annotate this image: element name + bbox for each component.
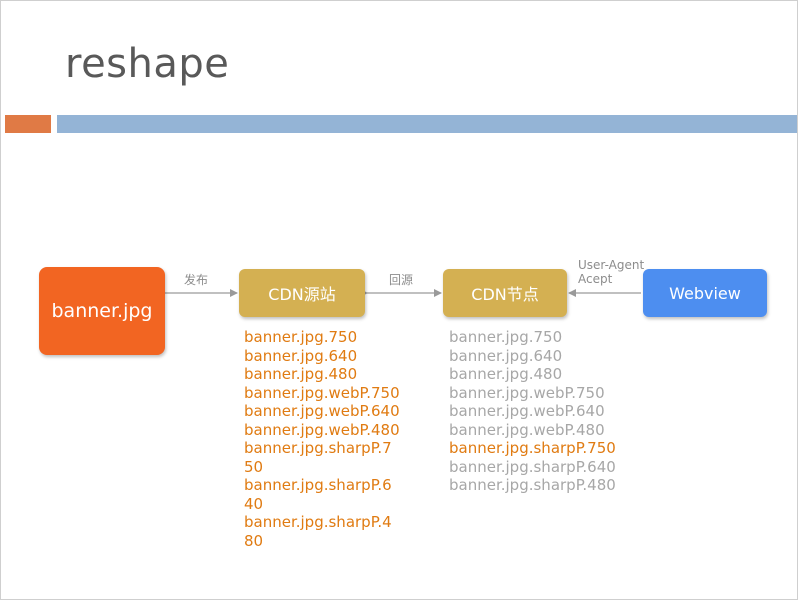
user-agent-label-line2: Acept xyxy=(578,272,613,286)
origin-file-item: banner.jpg.640 xyxy=(244,346,358,365)
back-to-origin-label: 回源 xyxy=(389,273,414,287)
origin-file-item: banner.jpg.webP.480 xyxy=(244,420,400,439)
origin-file-item: banner.jpg.sharpP.480 xyxy=(244,513,392,550)
origin-file-item: banner.jpg.sharpP.640 xyxy=(244,476,392,513)
edge-file-item: banner.jpg.sharpP.480 xyxy=(449,476,616,494)
origin-file-item: banner.jpg.480 xyxy=(244,365,358,383)
cdn-edge-node: CDN节点 xyxy=(443,269,567,317)
origin-file-item: banner.jpg.750 xyxy=(244,328,358,346)
edge-file-item: banner.jpg.sharpP.640 xyxy=(449,457,616,476)
webview-node: Webview xyxy=(643,269,767,317)
edge-file-item: banner.jpg.webP.750 xyxy=(449,383,605,402)
edge-file-item: banner.jpg.480 xyxy=(449,365,563,383)
cdn-origin-node: CDN源站 xyxy=(239,269,365,317)
slide-title: reshape xyxy=(65,41,230,87)
edge-file-item: banner.jpg.640 xyxy=(449,346,563,365)
edge-file-item: banner.jpg.750 xyxy=(449,328,563,346)
banner-node: banner.jpg xyxy=(39,267,165,355)
edge-file-item: banner.jpg.sharpP.750 xyxy=(449,439,616,457)
publish-label: 发布 xyxy=(184,273,209,287)
edge-file-item: banner.jpg.webP.640 xyxy=(449,402,605,420)
origin-file-item: banner.jpg.webP.640 xyxy=(244,402,400,420)
user-agent-label-line1: User-Agent xyxy=(578,258,645,272)
accent-bar-orange xyxy=(5,115,51,133)
origin-file-item: banner.jpg.sharpP.750 xyxy=(244,439,392,476)
origin-file-item: banner.jpg.webP.750 xyxy=(244,383,400,402)
user-agent-label: User-Agent Acept xyxy=(578,258,644,286)
edge-file-item: banner.jpg.webP.480 xyxy=(449,420,605,439)
accent-bar-blue xyxy=(57,115,797,133)
